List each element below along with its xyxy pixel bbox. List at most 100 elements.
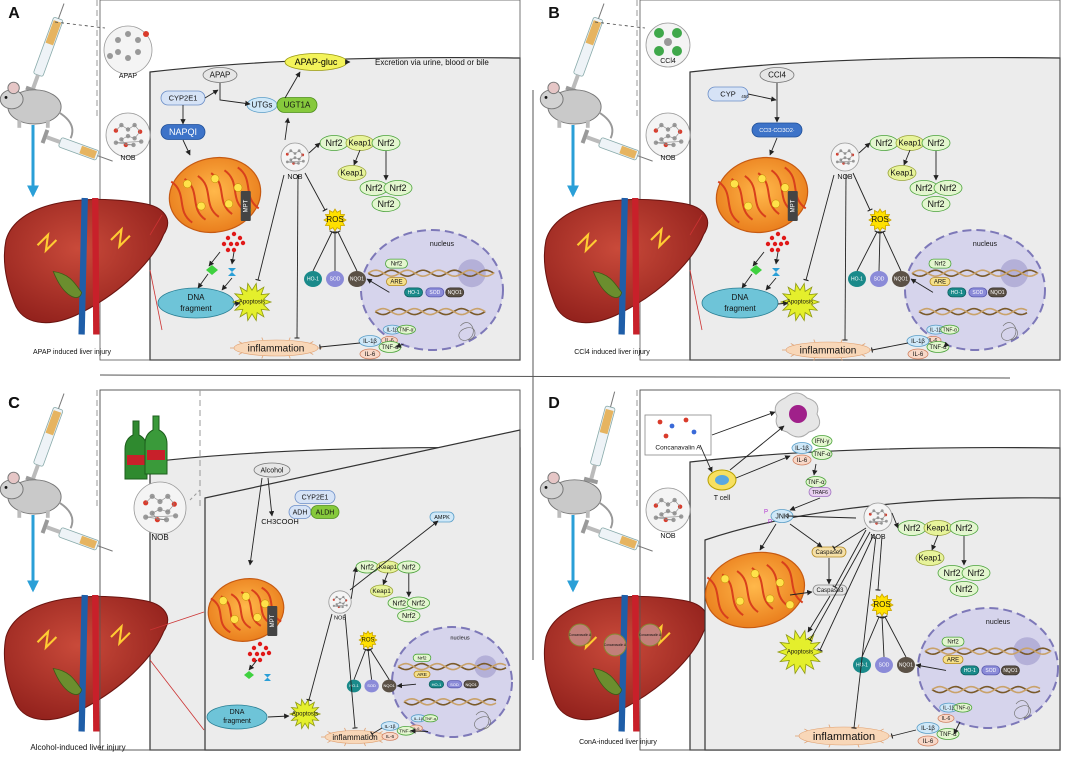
syringe-needle	[58, 3, 65, 19]
D-nob-bond	[877, 510, 883, 514]
mito-ros-dot	[196, 201, 206, 211]
B-ho1-shape	[848, 271, 866, 287]
cytokine-inflammation-tee	[370, 727, 383, 737]
C-nrf2-b-shape	[397, 560, 421, 574]
mouse-tail	[58, 501, 74, 529]
ampk-node-shape	[429, 511, 455, 523]
panel-caption-B: CCl4 induced liver injury	[574, 349, 650, 356]
A-nrf2-a-label: Nrf2	[325, 138, 342, 148]
cona-liver-label: Concanavalin A	[604, 643, 627, 647]
A-il1b-label: IL-1β	[363, 339, 377, 345]
nob-bubble-bond	[134, 124, 141, 132]
D-nrf2-e-label: Nrf2	[955, 584, 972, 594]
zoom-line	[189, 489, 201, 501]
syringe-drug	[25, 393, 65, 485]
mpt-label: MPT	[270, 614, 276, 627]
B-il1b-label: IL-1β	[911, 339, 925, 345]
cona-liver-label: Concanavalin A	[639, 633, 662, 637]
syringe-handle	[40, 129, 50, 144]
liver-zoom-line	[149, 214, 163, 236]
syringe-liquid	[79, 145, 98, 159]
nob-ros-tee	[875, 535, 883, 591]
B-dna-are	[911, 269, 1039, 278]
il1b-node-shape	[791, 442, 813, 454]
nob-bubble-bond	[152, 509, 161, 514]
mouse-eye	[4, 95, 8, 99]
A-nob-bond	[287, 161, 299, 164]
D-nob-bond	[870, 521, 882, 524]
C-tnf-nuc-label: TNF-α	[425, 716, 437, 721]
caspase3-node-shape	[812, 584, 848, 596]
C-il1b-nuc-label: IL-1β	[414, 716, 424, 721]
bottle-label	[127, 455, 145, 465]
nob-bubble-bond	[145, 516, 167, 520]
wine-bottle	[124, 420, 148, 480]
ros-release-dot	[254, 651, 260, 657]
B-nob-bond	[848, 150, 853, 156]
syringe-nob	[40, 129, 113, 162]
ros-release-dot	[765, 241, 771, 247]
inflammation-spike	[344, 727, 347, 731]
lightning	[576, 231, 598, 254]
mouse-leg	[557, 120, 562, 128]
panel-frame	[639, 0, 1061, 361]
D-ho1-shape	[853, 657, 871, 673]
inflammation-spike	[238, 341, 243, 344]
apoptosis-label: Apoptosis	[239, 300, 265, 306]
A-nrf2-b-label: Nrf2	[377, 138, 394, 148]
A-nrf2-nuclear-shape	[385, 258, 408, 269]
D-il1b-nuc-label: IL-1β	[943, 705, 955, 711]
A-il1b-shape	[358, 335, 382, 347]
ros-blue-arrow	[774, 251, 780, 265]
A-ho1-nuc-shape	[404, 287, 423, 298]
apap-bubble-text: APAP	[119, 73, 137, 80]
inflammation-spike	[880, 728, 884, 732]
ifn-node-shape	[811, 435, 833, 447]
C-keap1-release-arrow	[382, 572, 389, 586]
cristae	[781, 560, 804, 604]
B-nqo1-ros-tee	[880, 230, 902, 272]
A-ho1-label: HO-1	[307, 276, 319, 282]
D-dna-nfkb	[931, 685, 1041, 694]
napqi-mito-arrow	[182, 139, 191, 156]
apap-to-ugts-arrow	[219, 83, 251, 107]
syringe-plunger	[46, 525, 61, 534]
C-ros-label: ROS	[361, 638, 374, 644]
inflammation-spike	[327, 740, 331, 743]
ros-release-dot	[266, 650, 272, 656]
ros-release-dot	[257, 641, 263, 647]
C-keap1-free-shape	[369, 584, 394, 598]
D-are-label: ARE	[947, 658, 959, 664]
B-nob-text: NOB	[837, 174, 853, 181]
B-nrf2-c-label: Nrf2	[915, 183, 932, 193]
cona-text: Concanavalin A	[655, 445, 701, 452]
B-nob-bond	[837, 150, 842, 155]
nob-bubble-bond	[661, 499, 669, 505]
D-sod-nuc-label: SOD	[985, 668, 996, 674]
nob-apop-tee	[255, 174, 285, 282]
inflammation-spike	[363, 727, 366, 731]
mpt-label: MPT	[243, 199, 249, 212]
A-nob-bond	[294, 157, 300, 160]
mito-ros-dot	[730, 179, 739, 189]
nob-bubble-bond	[115, 142, 134, 146]
dna-strand	[924, 647, 1052, 656]
C-keap1-free-label: Keap1	[372, 588, 391, 595]
D-dna-are	[924, 647, 1052, 656]
B-nob-bond	[844, 150, 850, 154]
B-nob-bond	[837, 160, 854, 163]
syringe-needle	[610, 391, 616, 408]
A-tnf-label: TNF-α	[381, 345, 399, 351]
mitochondrion-outer	[715, 156, 809, 234]
apap-atom	[135, 49, 141, 55]
mouse-leg	[557, 510, 562, 518]
jnk-mito-arrow	[759, 523, 777, 551]
mito-ros-dot	[233, 183, 243, 192]
liver-zoom-line	[149, 269, 163, 331]
liver	[543, 594, 709, 732]
cytokine-inflammation-tee	[870, 342, 909, 353]
ros-release-dot	[231, 231, 237, 237]
lightning	[36, 231, 58, 254]
